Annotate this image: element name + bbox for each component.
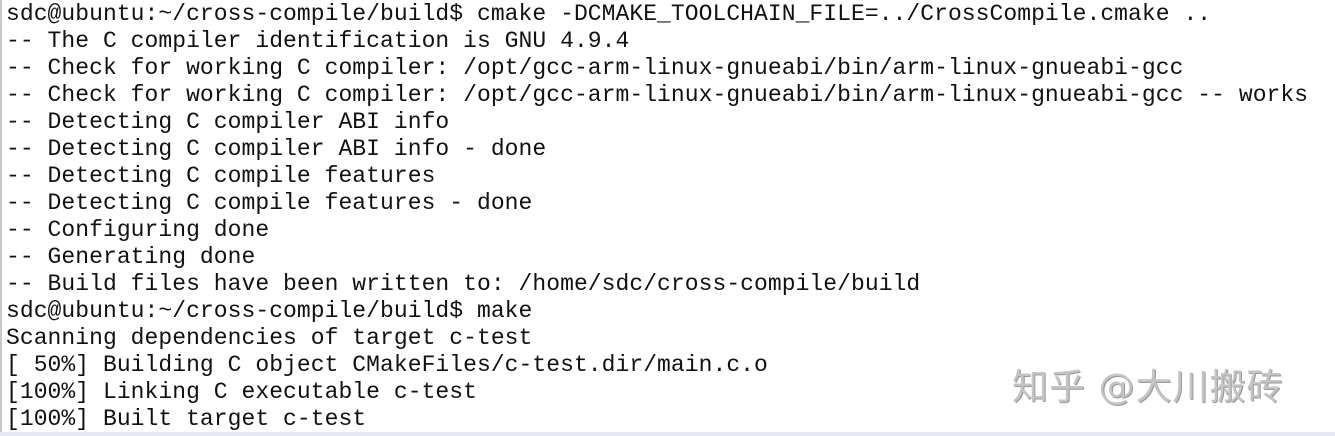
terminal-line: [100%] Built target c-test — [6, 406, 367, 432]
terminal-line: -- Check for working C compiler: /opt/gc… — [6, 55, 1184, 81]
terminal-line: -- Build files have been written to: /ho… — [6, 271, 921, 297]
terminal-line: Scanning dependencies of target c-test — [6, 325, 533, 351]
terminal-line: [100%] Linking C executable c-test — [6, 379, 477, 405]
watermark: 知乎 @大川搬砖 — [1012, 367, 1284, 408]
terminal-line: sdc@ubuntu:~/cross-compile/build$ make — [6, 298, 533, 324]
terminal-line: [ 50%] Building C object CMakeFiles/c-te… — [6, 352, 768, 378]
terminal-line: -- Detecting C compiler ABI info — [6, 109, 450, 135]
terminal-line: -- Configuring done — [6, 217, 270, 243]
terminal-line: -- Generating done — [6, 244, 256, 270]
terminal-line: -- Detecting C compile features - done — [6, 190, 533, 216]
terminal-line: sdc@ubuntu:~/cross-compile/build$ cmake … — [6, 1, 1212, 27]
terminal-line: -- The C compiler identification is GNU … — [6, 28, 630, 54]
terminal-line: -- Check for working C compiler: /opt/gc… — [6, 82, 1309, 108]
terminal-line: -- Detecting C compiler ABI info - done — [6, 136, 547, 162]
bottom-border — [0, 432, 1335, 436]
terminal-line: -- Detecting C compile features — [6, 163, 436, 189]
